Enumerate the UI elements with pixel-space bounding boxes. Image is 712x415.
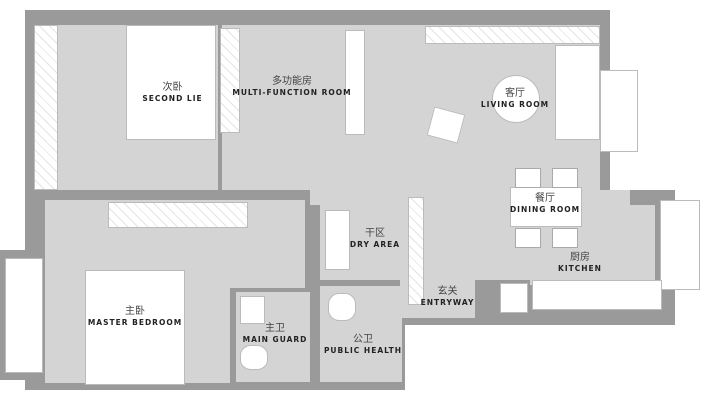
kitchen-window	[660, 200, 700, 290]
corridor	[222, 135, 365, 190]
label-dining-room: 餐厅Dining Room	[509, 193, 581, 214]
label-second-bedroom: 次卧Second lie	[142, 82, 203, 103]
fridge	[500, 283, 528, 313]
label-master-bedroom: 主卧Master bedroom	[87, 306, 183, 327]
shoe-cabinet	[408, 197, 424, 305]
master-wardrobe	[108, 202, 248, 228]
bay-window-left	[5, 258, 43, 373]
cabinet	[345, 30, 365, 135]
label-public-bath: 公卫Public health	[323, 334, 403, 355]
balcony-left	[34, 25, 58, 190]
coffee-table	[492, 75, 540, 123]
wardrobe	[220, 28, 240, 133]
label-main-bath: 主卫Main guard	[242, 323, 308, 344]
multi-function-room	[222, 25, 365, 135]
sink-main	[240, 296, 265, 324]
toilet-public	[328, 293, 356, 321]
label-multi-function: 多功能房Multi-function room	[232, 76, 352, 97]
label-entryway: 玄关Entryway	[420, 286, 475, 307]
sofa	[555, 45, 600, 140]
kitchen-counter	[532, 280, 662, 310]
living-cabinet	[425, 26, 600, 44]
dining-table	[510, 187, 582, 227]
wash-basin	[325, 210, 350, 270]
toilet-main	[240, 345, 268, 370]
master-bed	[85, 270, 185, 385]
second-bed	[126, 25, 216, 140]
label-living-room: 客厅Living room	[480, 88, 550, 109]
label-dry-area: 干区Dry area	[349, 228, 401, 249]
label-kitchen: 厨房Kitchen	[558, 252, 602, 273]
bay-window-right	[600, 70, 638, 152]
